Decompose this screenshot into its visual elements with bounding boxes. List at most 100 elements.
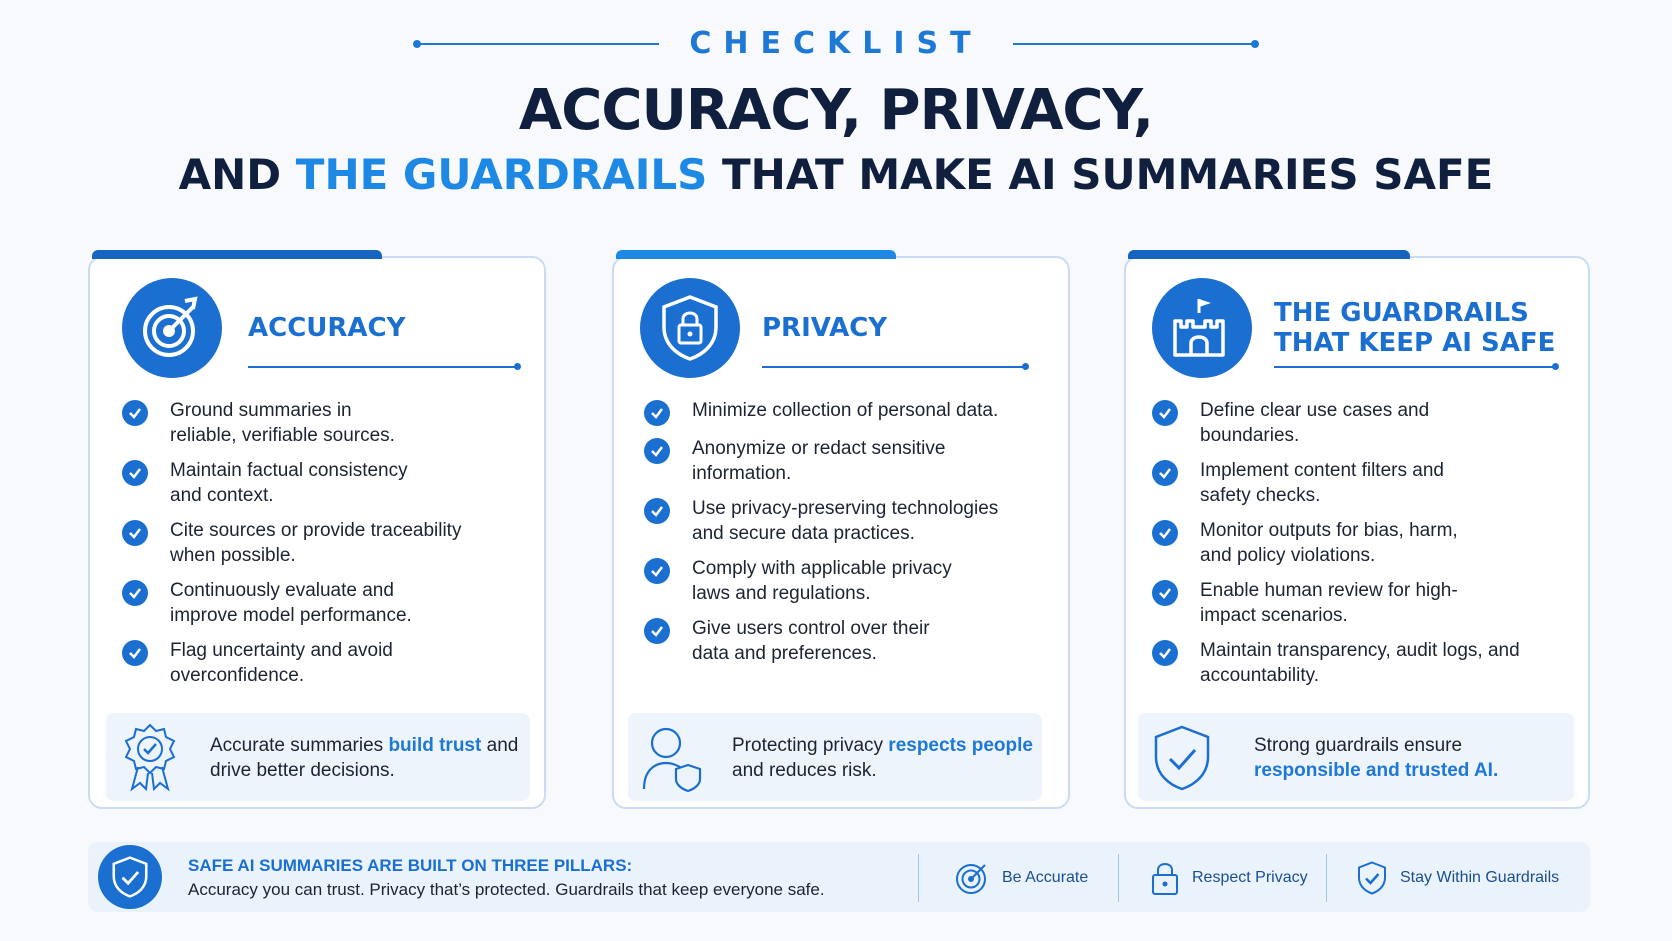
subtitle-pre: AND	[178, 150, 282, 199]
pillar-respect-privacy: Respect Privacy	[1150, 860, 1308, 896]
list-item-text: Maintain transparency, audit logs, and a…	[1200, 640, 1520, 686]
check-icon	[122, 460, 148, 486]
pillar-stay-within-guardrails: Stay Within Guardrails	[1356, 860, 1559, 896]
footer-text-pre: Strong guardrails ensure	[1254, 735, 1463, 756]
list-item: Comply with applicable privacy laws and …	[644, 556, 1054, 606]
footer-text-pre: Accurate summaries	[210, 735, 384, 756]
banner-subtext: Accuracy you can trust. Privacy that’s p…	[188, 880, 825, 899]
card-accent-bar	[92, 250, 382, 259]
pillar-be-accurate: Be Accurate	[954, 860, 1088, 896]
card-accent-bar	[616, 250, 896, 259]
list-item-text: Continuously evaluate and improve model …	[170, 580, 412, 626]
divider	[1326, 854, 1327, 902]
list-item: Maintain transparency, audit logs, and a…	[1152, 638, 1562, 688]
check-icon	[644, 498, 670, 524]
list-item: Implement content filters and safety che…	[1152, 458, 1562, 508]
footer-text-post: and drive better decisions.	[210, 735, 519, 781]
user-shield-icon	[642, 727, 702, 793]
shield-check-icon	[98, 845, 162, 909]
card-title-line2: THAT KEEP AI SAFE	[1274, 328, 1556, 358]
card-title: ACCURACY	[248, 313, 406, 343]
card-divider	[762, 363, 1029, 370]
list-item: Minimize collection of personal data.	[644, 398, 1054, 426]
check-icon	[644, 438, 670, 464]
list-item: Flag uncertainty and avoid overconfidenc…	[122, 638, 532, 688]
divider	[1118, 854, 1119, 902]
card-divider	[248, 363, 521, 370]
eyebrow-line-left	[413, 39, 660, 48]
check-icon	[1152, 460, 1178, 486]
footer-text: Accurate summaries build trust and drive…	[210, 733, 520, 783]
check-icon	[122, 520, 148, 546]
card-privacy: PRIVACY Minimize collection of personal …	[612, 250, 1070, 809]
list-item-text: Define clear use cases and boundaries.	[1200, 400, 1430, 446]
check-icon	[644, 400, 670, 426]
list-item: Anonymize or redact sensitive informatio…	[644, 436, 1054, 486]
footer-text-post: and reduces risk.	[732, 760, 877, 781]
card-title-line1: THE GUARDRAILS	[1274, 298, 1529, 328]
banner-heading: SAFE AI SUMMARIES ARE BUILT ON THREE PIL…	[188, 856, 633, 875]
card-footer: Protecting privacy respects people and r…	[628, 713, 1042, 801]
checklist: Minimize collection of personal data. An…	[644, 398, 1054, 676]
list-item-text: Comply with applicable privacy laws and …	[692, 558, 952, 604]
footer-text: Strong guardrails ensure responsible and…	[1254, 733, 1564, 783]
card-title: THE GUARDRAILS THAT KEEP AI SAFE	[1274, 298, 1555, 358]
list-item-text: Minimize collection of personal data.	[692, 400, 999, 421]
list-item-text: Ground summaries in reliable, verifiable…	[170, 400, 395, 446]
list-item-text: Anonymize or redact sensitive informatio…	[692, 438, 946, 484]
check-icon	[644, 618, 670, 644]
target-icon	[956, 864, 986, 894]
shield-lock-icon	[640, 278, 740, 378]
list-item-text: Implement content filters and safety che…	[1200, 460, 1444, 506]
check-icon	[122, 640, 148, 666]
footer-text-pre: Protecting privacy	[732, 735, 884, 756]
check-icon	[644, 558, 670, 584]
pillar-label: Stay Within Guardrails	[1400, 869, 1560, 886]
pillars-banner: SAFE AI SUMMARIES ARE BUILT ON THREE PIL…	[88, 842, 1590, 912]
card-accuracy: ACCURACY Ground summaries in reliable, v…	[88, 250, 546, 809]
eyebrow: CHECKLIST	[0, 26, 1672, 61]
list-item-text: Maintain factual consistency and context…	[170, 460, 408, 506]
subtitle-highlight: THE GUARDRAILS	[295, 150, 708, 199]
list-item-text: Enable human review for high-impact scen…	[1200, 580, 1458, 626]
list-item: Monitor outputs for bias, harm, and poli…	[1152, 518, 1562, 568]
target-icon	[122, 278, 222, 378]
checklist: Ground summaries in reliable, verifiable…	[122, 398, 532, 698]
check-icon	[1152, 580, 1178, 606]
card-guardrails: THE GUARDRAILS THAT KEEP AI SAFE Define …	[1124, 250, 1590, 809]
list-item-text: Use privacy-preserving technologies and …	[692, 498, 999, 544]
footer-text: Protecting privacy respects people and r…	[732, 733, 1042, 783]
footer-text-highlight: build trust	[388, 735, 482, 756]
list-item-text: Give users control over their data and p…	[692, 618, 930, 664]
list-item-text: Monitor outputs for bias, harm, and poli…	[1200, 520, 1458, 566]
checklist: Define clear use cases and boundaries. I…	[1152, 398, 1562, 698]
footer-text-highlight: respects people	[888, 735, 1033, 756]
card-title: PRIVACY	[762, 313, 888, 343]
page-subtitle: AND THE GUARDRAILS THAT MAKE AI SUMMARIE…	[0, 150, 1672, 199]
shield-check-icon	[1358, 861, 1386, 895]
list-item: Use privacy-preserving technologies and …	[644, 496, 1054, 546]
lock-icon	[1152, 863, 1178, 895]
card-footer: Strong guardrails ensure responsible and…	[1138, 713, 1574, 801]
list-item: Define clear use cases and boundaries.	[1152, 398, 1562, 448]
footer-text-highlight: responsible and trusted AI.	[1254, 760, 1499, 781]
check-icon	[122, 400, 148, 426]
list-item-text: Cite sources or provide traceability whe…	[170, 520, 462, 566]
check-icon	[122, 580, 148, 606]
castle-icon	[1152, 278, 1252, 378]
list-item-text: Flag uncertainty and avoid overconfidenc…	[170, 640, 393, 686]
list-item: Enable human review for high-impact scen…	[1152, 578, 1562, 628]
card-divider	[1274, 363, 1559, 370]
eyebrow-line-right	[1012, 39, 1259, 48]
check-icon	[1152, 520, 1178, 546]
pillar-label: Be Accurate	[1002, 869, 1089, 886]
subtitle-post: THAT MAKE AI SUMMARIES SAFE	[722, 150, 1494, 199]
list-item: Give users control over their data and p…	[644, 616, 1054, 666]
list-item: Ground summaries in reliable, verifiable…	[122, 398, 532, 448]
page-title: ACCURACY, PRIVACY,	[518, 78, 1154, 143]
list-item: Continuously evaluate and improve model …	[122, 578, 532, 628]
pillar-label: Respect Privacy	[1192, 869, 1308, 886]
list-item: Cite sources or provide traceability whe…	[122, 518, 532, 568]
card-accent-bar	[1128, 250, 1410, 259]
shield-check-icon	[1154, 725, 1210, 791]
